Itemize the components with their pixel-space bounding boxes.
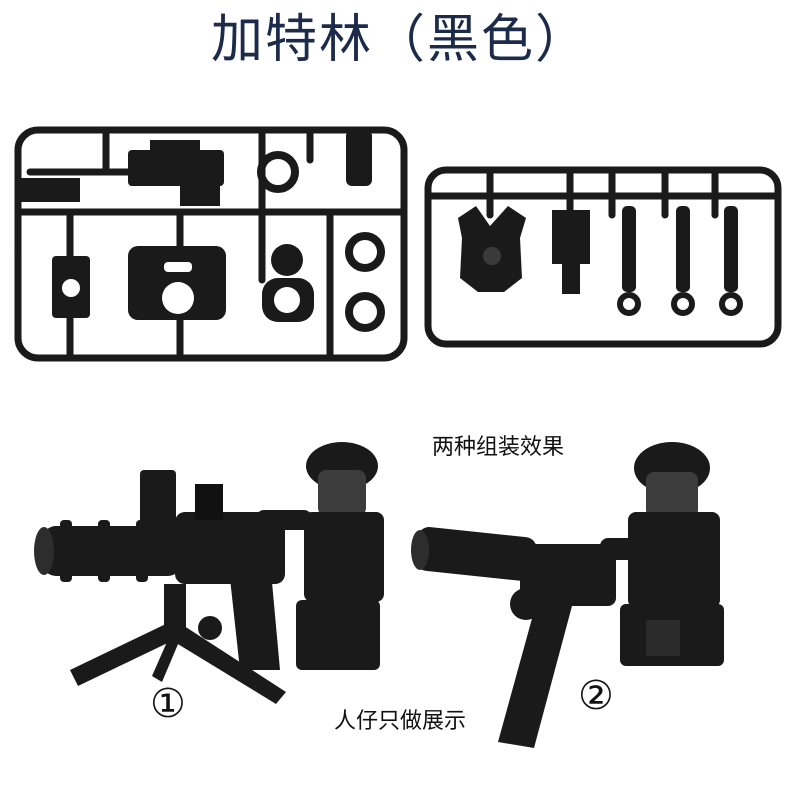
assembly-marker-one: ① xyxy=(150,681,186,727)
assembly-caption: 两种组装效果 xyxy=(432,435,565,460)
left-sprue-parts xyxy=(20,130,372,322)
right-sprue-frame xyxy=(424,166,782,348)
product-title: 加特林（黑色） xyxy=(210,10,589,70)
right-sprue-hands xyxy=(617,292,743,316)
left-sprue-rings xyxy=(257,151,385,332)
assembly-two xyxy=(411,442,724,748)
display-only-caption: 人仔只做展示 xyxy=(334,709,467,734)
assembly-one xyxy=(34,442,384,704)
assembly-marker-two: ② xyxy=(578,673,614,719)
right-sprue-parts xyxy=(458,206,738,294)
